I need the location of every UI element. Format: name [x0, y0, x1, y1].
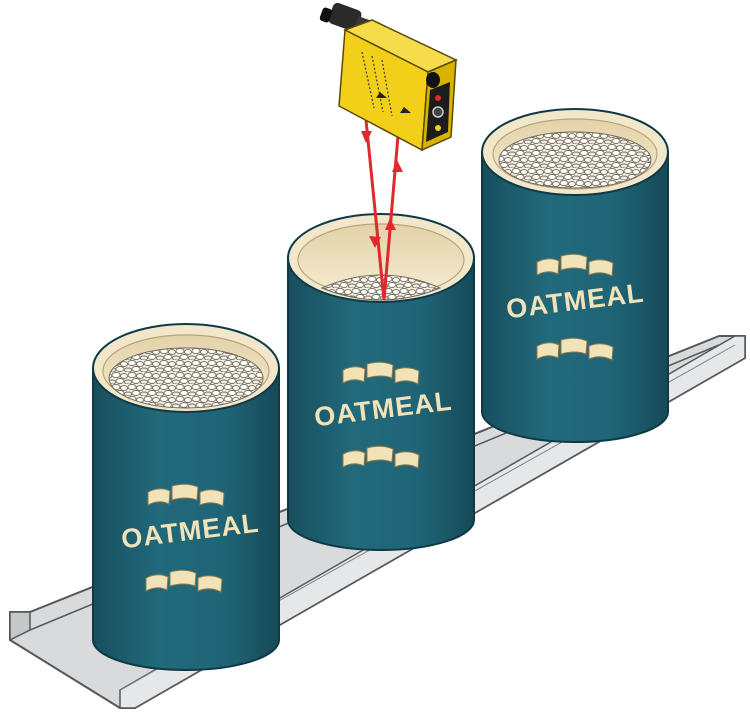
- oatmeal-can-1: OATMEAL: [93, 324, 279, 670]
- photoelectric-sensor-icon: [319, 2, 456, 150]
- oatmeal-can-3: OATMEAL: [482, 109, 668, 442]
